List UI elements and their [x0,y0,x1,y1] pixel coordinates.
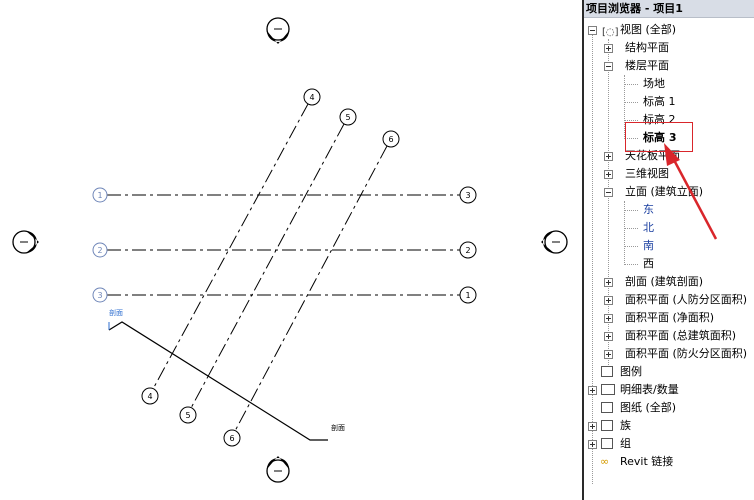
svg-text:5: 5 [345,113,350,122]
svg-text:3: 3 [97,291,102,300]
expand-icon[interactable] [588,440,597,449]
drawing-canvas[interactable]: 1 2 3 3 2 1 [0,0,582,500]
tree-item-area-plans-civil-defense[interactable]: 面积平面 (人防分区面积) [604,291,747,309]
grid-bubble-right-3[interactable]: 3 [459,186,477,204]
tree-item-west[interactable]: 西 [643,257,654,270]
expand-icon[interactable] [604,44,613,53]
tree-item-area-plans-fire[interactable]: 面积平面 (防火分区面积) [604,345,747,363]
annotation-arrow-icon [664,143,718,240]
grid-line-d5[interactable] [190,123,345,409]
svg-text:1: 1 [465,291,470,300]
elevation-marker-west[interactable] [12,230,39,254]
tree-connector [592,30,593,484]
tree-item-site[interactable]: 场地 [643,77,665,90]
expand-icon[interactable] [604,152,613,161]
project-browser: 项目浏览器 - 项目1 [◌] 视图 (全部) 结构平面 楼层平面 场地 标高 … [584,0,754,500]
expand-icon[interactable] [604,350,613,359]
svg-text:4: 4 [147,392,152,401]
tree-item-east[interactable]: 东 [643,203,654,216]
group-icon [601,438,613,449]
expand-icon[interactable] [604,278,613,287]
expand-icon[interactable] [588,422,597,431]
tree-item-schedules[interactable]: 明细表/数量 [588,381,679,399]
tree-item-revit-links[interactable]: ∞ Revit 链接 [588,453,673,471]
elevation-marker-east[interactable] [541,230,568,254]
tree-item-south[interactable]: 南 [643,239,654,252]
tree-item-level-2[interactable]: 标高 2 [643,113,676,126]
tree-item-floor-plans[interactable]: 楼层平面 [604,57,669,75]
expand-icon[interactable] [588,386,597,395]
svg-text:5: 5 [185,411,190,420]
tree-connector [608,39,609,375]
expand-icon[interactable] [604,332,613,341]
elevation-marker-north[interactable] [266,17,290,44]
panel-divider[interactable] [582,0,584,500]
tree-item-views[interactable]: [◌] 视图 (全部) [588,21,676,39]
tree-connector [624,201,625,263]
floor-plan-drawing[interactable]: 1 2 3 3 2 1 [0,0,582,500]
grid-line-d6[interactable] [234,145,388,432]
tree-item-elevations[interactable]: 立面 (建筑立面) [604,183,703,201]
project-browser-title: 项目浏览器 - 项目1 [584,0,754,18]
views-icon: [◌] [602,27,619,38]
grid-line-d4[interactable] [152,103,309,390]
tree-item-families[interactable]: 族 [588,417,631,435]
svg-text:6: 6 [229,434,234,443]
tree-connector [624,138,638,139]
expand-icon[interactable] [604,296,613,305]
svg-text:3: 3 [465,191,470,200]
grid-bubble-top-4[interactable]: 4 [303,88,321,106]
sheet-icon [601,402,613,413]
grid-bubble-left-2[interactable]: 2 [92,242,108,258]
tree-connector [624,102,638,103]
collapse-icon[interactable] [604,188,613,197]
grid-bubble-top-6[interactable]: 6 [382,130,400,148]
svg-text:4: 4 [309,93,314,102]
svg-text:2: 2 [465,246,470,255]
tree-item-level-1[interactable]: 标高 1 [643,95,676,108]
tree-item-groups[interactable]: 组 [588,435,631,453]
svg-text:6: 6 [388,135,393,144]
section-tag-left: 剖面 [109,308,123,317]
tree-item-north[interactable]: 北 [643,221,654,234]
tree-connector [624,264,638,265]
tree-connector [624,246,638,247]
legend-icon [601,366,613,377]
family-icon [601,420,613,431]
section-tag-right: 剖面 [331,423,345,432]
grid-bubble-bottom-5[interactable]: 5 [179,406,197,424]
tree-connector [624,84,638,85]
grid-bubble-left-1[interactable]: 1 [92,187,108,203]
tree-connector [624,120,638,121]
expand-icon[interactable] [604,314,613,323]
tree-item-level-3[interactable]: 标高 3 [643,131,677,144]
tree-connector [624,228,638,229]
grid-bubble-left-3[interactable]: 3 [92,287,108,303]
elevation-marker-south[interactable] [266,456,290,483]
grid-bubble-bottom-4[interactable]: 4 [141,387,159,405]
tree-connector [624,210,638,211]
expand-icon[interactable] [604,170,613,179]
grid-bubble-top-5[interactable]: 5 [339,108,357,126]
grid-bubble-bottom-6[interactable]: 6 [223,429,241,447]
link-icon: ∞ [600,455,610,468]
section-line[interactable] [108,321,328,441]
tree-item-sections[interactable]: 剖面 (建筑剖面) [604,273,703,291]
tree-item-3d-views[interactable]: 三维视图 [604,165,669,183]
tree-item-area-plans-gross[interactable]: 面积平面 (总建筑面积) [604,327,736,345]
tree-item-area-plans-net[interactable]: 面积平面 (净面积) [604,309,714,327]
tree-connector [624,75,625,137]
collapse-icon[interactable] [588,26,597,35]
grid-bubble-right-1[interactable]: 1 [459,286,477,304]
svg-text:1: 1 [97,191,102,200]
svg-text:2: 2 [97,246,102,255]
collapse-icon[interactable] [604,62,613,71]
tree-item-structural-plans[interactable]: 结构平面 [604,39,669,57]
schedule-icon [601,384,615,395]
tree-item-legends[interactable]: 图例 [588,363,642,381]
grid-bubble-right-2[interactable]: 2 [459,241,477,259]
tree-item-sheets[interactable]: 图纸 (全部) [588,399,676,417]
